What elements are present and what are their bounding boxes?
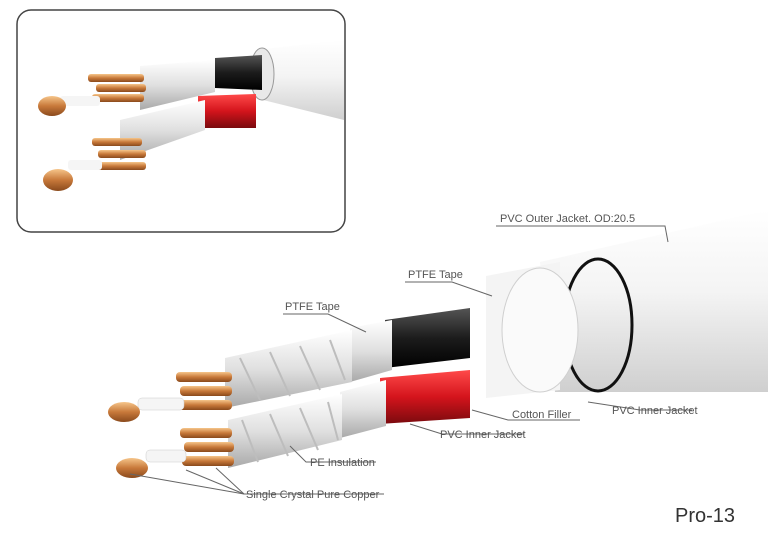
copper-lower bbox=[116, 428, 234, 478]
main-cable bbox=[108, 210, 768, 478]
inset-view bbox=[16, 9, 346, 233]
leader-outer-jacket bbox=[496, 225, 669, 243]
inset-outer-jacket bbox=[255, 40, 344, 120]
inset-red-core bbox=[198, 94, 256, 128]
outer-jacket bbox=[540, 210, 768, 392]
leader-pvc-inner-inner bbox=[409, 423, 524, 435]
ptfe-tape-upper bbox=[350, 320, 392, 382]
label-pvc-inner-jacket-outer: PVC Inner Jacket bbox=[612, 405, 698, 417]
black-core bbox=[385, 308, 470, 368]
label-pvc-inner-jacket-inner: PVC Inner Jacket bbox=[440, 429, 526, 441]
leader-cotton-filler bbox=[471, 409, 580, 421]
shield-upper bbox=[225, 330, 352, 408]
inner-jacket-end bbox=[501, 267, 579, 393]
inset-shield-lower bbox=[120, 100, 205, 160]
leader-copper-3 bbox=[215, 467, 245, 495]
shield-lower bbox=[228, 394, 342, 468]
label-cotton-filler: Cotton Filler bbox=[512, 409, 572, 421]
label-ptfe-tape-inner: PTFE Tape bbox=[285, 301, 340, 313]
label-outer-jacket: PVC Outer Jacket. OD:20.5 bbox=[500, 213, 635, 225]
copper-upper bbox=[108, 372, 232, 422]
leader-copper-2 bbox=[185, 469, 245, 495]
label-ptfe-tape-outer: PTFE Tape bbox=[408, 269, 463, 281]
inset-shield-upper bbox=[140, 60, 215, 110]
ptfe-tape-lower bbox=[340, 380, 386, 438]
inset-black-core bbox=[215, 55, 262, 90]
model-name: Pro-13 bbox=[675, 505, 735, 527]
leader-pe-insulation bbox=[289, 445, 376, 463]
leader-ptfe-inner bbox=[283, 313, 367, 333]
red-core bbox=[380, 370, 470, 424]
label-copper: Single Crystal Pure Copper bbox=[246, 489, 380, 501]
inset-copper-lower bbox=[43, 138, 146, 191]
label-pe-insulation: PE Insulation bbox=[310, 457, 375, 469]
leader-pvc-inner-outer bbox=[587, 401, 692, 411]
leader-lines bbox=[129, 225, 692, 495]
leader-ptfe-outer bbox=[405, 281, 493, 297]
inset-copper-upper bbox=[38, 74, 146, 116]
